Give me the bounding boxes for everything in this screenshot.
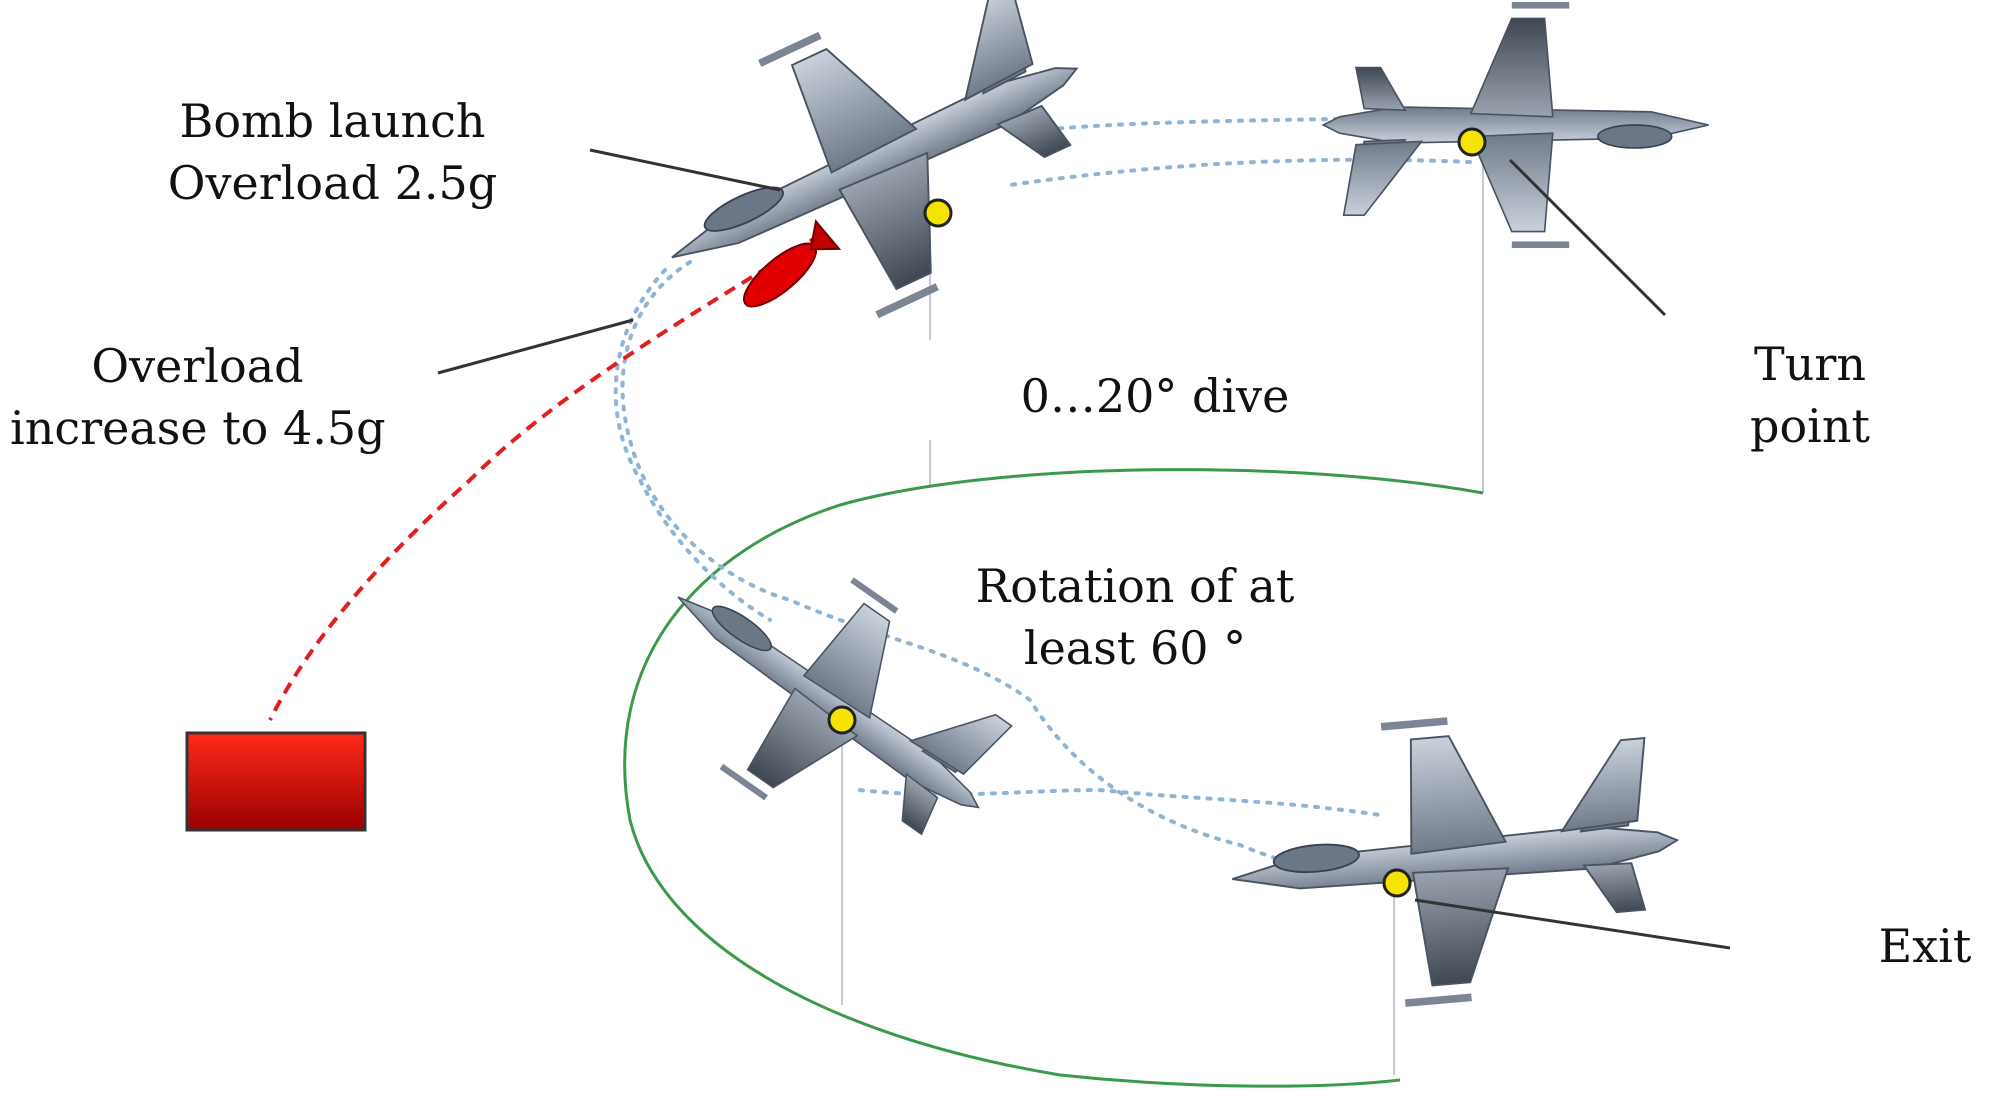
label-bomb-launch: Bomb launch Overload 2.5g: [150, 90, 515, 214]
label-turn-point: Turn point: [1720, 333, 1900, 457]
pointer-overload: [437, 318, 634, 375]
label-rotation-line-1: Rotation of at: [975, 559, 1295, 613]
waypoint-dot-icon: [1457, 127, 1487, 157]
label-bomb-launch-line-2: Overload 2.5g: [167, 156, 498, 210]
label-overload-line-1: Overload: [91, 339, 304, 393]
waypoint-dot-icon: [923, 198, 953, 228]
label-rotation: Rotation of at least 60 °: [960, 555, 1310, 679]
label-dive: 0…20° dive: [990, 365, 1320, 427]
flight-path-lower: [858, 787, 1382, 817]
label-bomb-launch-line-1: Bomb launch: [179, 94, 486, 148]
label-exit: Exit: [1870, 915, 1980, 977]
flight-path-pull-1: [620, 260, 1396, 884]
waypoint-dot-icon: [1382, 868, 1412, 898]
label-turn-line-2: point: [1750, 399, 1870, 453]
fighter-jet-icon: [1218, 697, 1691, 1022]
pointer-lines: [437, 148, 1731, 950]
ground-track: [623, 468, 1484, 1088]
bomb-icon: [743, 219, 842, 308]
flight-path-upper-1: [1038, 115, 1472, 132]
target-icon: [185, 731, 367, 832]
flight-path-upper-2: [1008, 157, 1472, 187]
fighter-jet-icon: [610, 0, 1138, 388]
label-turn-line-1: Turn: [1754, 337, 1866, 391]
waypoints: [827, 127, 1487, 898]
label-overload-increase: Overload increase to 4.5g: [10, 335, 386, 459]
drop-lines: [841, 145, 1484, 1075]
label-dive-line-1: 0…20° dive: [1020, 369, 1290, 423]
flight-paths: [613, 115, 1472, 884]
pointer-exit: [1414, 898, 1731, 950]
bomb-trajectory: [268, 233, 822, 721]
pointer-turn: [1508, 158, 1667, 317]
flight-path-pull-2: [613, 268, 772, 622]
label-rotation-line-2: least 60 °: [1023, 621, 1247, 675]
pointer-bomb-launch: [589, 148, 781, 192]
label-exit-line-1: Exit: [1878, 919, 1972, 973]
fighter-jet-icon: [1322, 1, 1710, 249]
label-overload-line-2: increase to 4.5g: [10, 401, 386, 455]
waypoint-dot-icon: [827, 705, 857, 735]
